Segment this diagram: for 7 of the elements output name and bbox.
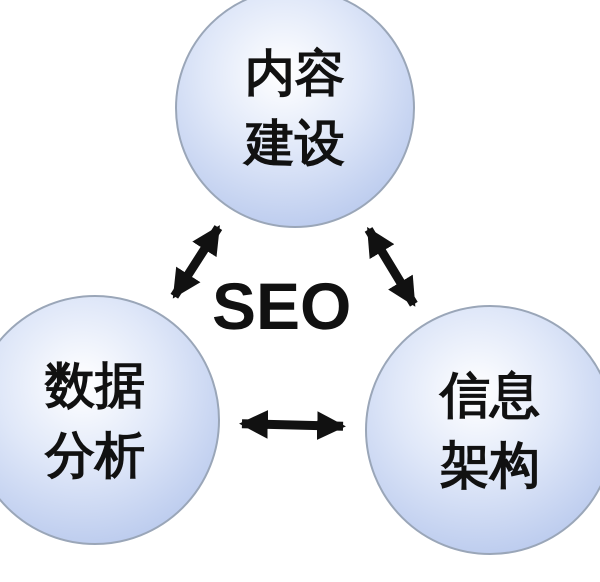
center-title: SEO bbox=[212, 268, 352, 344]
topic-label: 数据分析 bbox=[43, 355, 146, 486]
topic-label: 信息架构 bbox=[438, 365, 541, 496]
double-arrow bbox=[239, 410, 346, 440]
topic-label: 内容建设 bbox=[242, 38, 348, 178]
double-arrow bbox=[364, 227, 418, 307]
double-arrow bbox=[170, 225, 222, 299]
